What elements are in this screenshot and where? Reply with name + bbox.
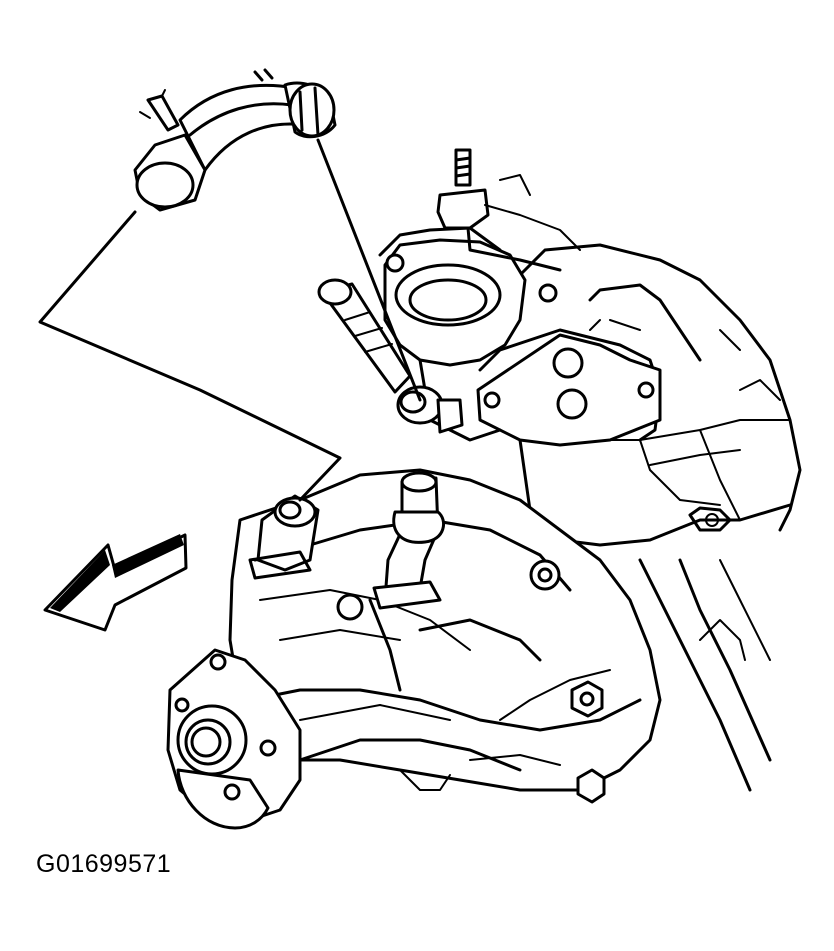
front-direction-arrow	[43, 533, 188, 632]
pump-pulley-flange	[166, 648, 302, 830]
water-pump	[228, 468, 662, 804]
pump-heater-inlet	[248, 494, 320, 580]
temperature-sensor	[436, 148, 581, 272]
callout-leaders	[38, 138, 422, 502]
thermostat-housing	[383, 238, 558, 442]
housing-fitting	[396, 385, 464, 434]
egr-flange	[476, 333, 662, 447]
pump-outlet-pipe	[372, 471, 446, 610]
figure-id-label: G01699571	[36, 850, 172, 878]
heater-hose	[133, 68, 337, 212]
engine-block	[378, 226, 802, 792]
